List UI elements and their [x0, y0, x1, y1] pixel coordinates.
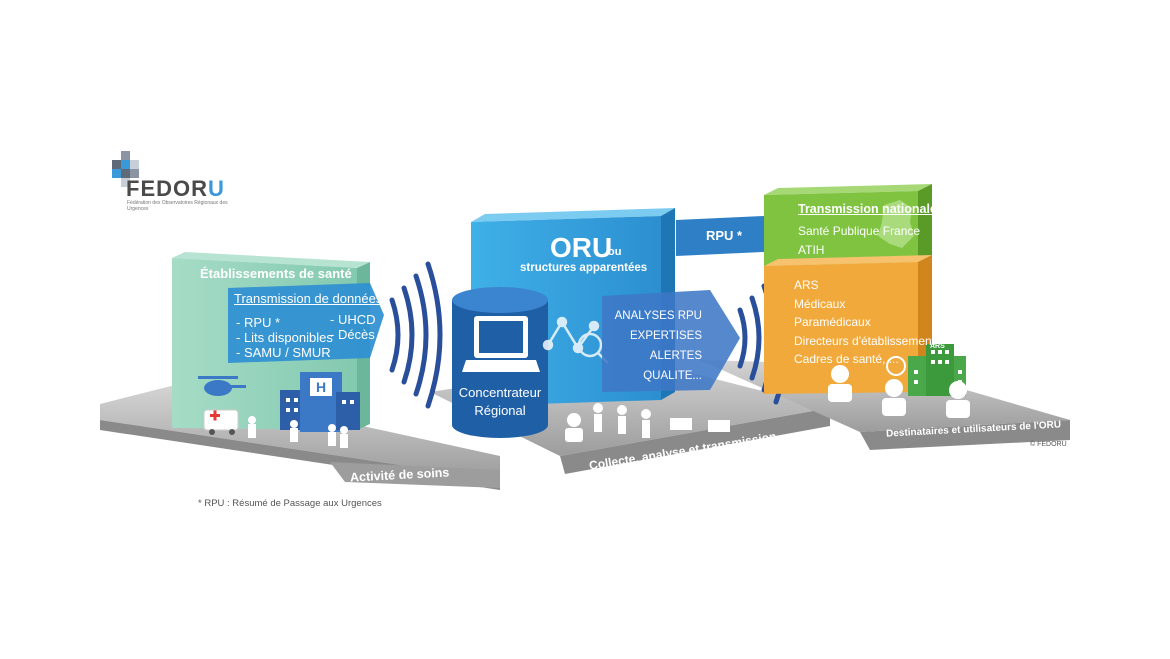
ambulance-icon [203, 409, 239, 435]
left-list-col1: - RPU * - Lits disponibles - SAMU / SMUR [236, 315, 333, 360]
laptop-icon [462, 316, 540, 372]
rpu-arrow-label: RPU * [706, 228, 743, 243]
hospital-icon: H [280, 372, 360, 432]
transmission-nationale-title: Transmission nationale [798, 202, 937, 216]
logo-text: FEDORU [126, 176, 225, 202]
ars-sign: ARS [930, 343, 945, 350]
list-item: - RPU * [236, 315, 281, 330]
signal-waves-left-icon [389, 261, 443, 409]
medical-staff-icon [828, 365, 970, 418]
analyses-list: ANALYSES RPU EXPERTISES ALERTES QUALITE.… [572, 306, 702, 386]
list-item: EXPERTISES [629, 330, 702, 342]
transmission-donnees-title: Transmission de données [234, 291, 383, 306]
logo-word-accent: U [208, 176, 225, 201]
concentrateur-label: Concentrateur Régional [445, 384, 555, 420]
svg-text:H: H [316, 379, 326, 395]
etablissements-title: Établissements de santé [200, 266, 352, 281]
list-item: - SAMU / SMUR [236, 345, 331, 360]
copyright: © FEDORU [1030, 441, 1067, 448]
logo-tagline: Fédération des Observatoires Régionaux d… [127, 200, 228, 212]
destinataires-list: ARS Médicaux Paramédicaux Directeurs d'é… [794, 276, 935, 369]
list-item: QUALITE... [643, 370, 702, 382]
left-list-col2: - UHCD - Décès [330, 312, 376, 342]
list-item: ALERTES [649, 350, 702, 362]
destinataires-box [764, 255, 932, 394]
list-item: Médicaux [794, 296, 846, 311]
oru-title-suffix: ou [608, 246, 622, 258]
list-item: Directeurs d'établissement [794, 333, 936, 348]
list-item: Paramédicaux [794, 315, 871, 329]
oru-subtitle: structures apparentées [520, 262, 648, 274]
list-item: - Décès [330, 327, 375, 342]
helicopter-icon [198, 376, 246, 396]
concentrateur-line2: Régional [474, 403, 526, 418]
analytics-magnifier-icon [542, 316, 609, 364]
transmission-nationale-box [764, 184, 932, 266]
concentrateur-line1: Concentrateur [458, 385, 542, 400]
list-item: ATIH [798, 243, 825, 257]
patients-icon [248, 416, 348, 448]
list-item: Santé Publique France [798, 224, 921, 238]
list-item: - Lits disponibles [236, 330, 333, 345]
list-item: Cadres de santé, ... [794, 352, 899, 366]
analyses-arrow [602, 290, 740, 392]
green-items: Santé Publique France ATIH [798, 222, 920, 260]
list-item: - UHCD [330, 312, 376, 327]
analysts-icon [565, 403, 730, 442]
logo-word-main: FEDOR [126, 176, 208, 201]
oru-title: ORU [550, 232, 613, 263]
france-map-icon [878, 200, 914, 248]
footnote: * RPU : Résumé de Passage aux Urgences [198, 498, 382, 509]
list-item: ARS [794, 278, 819, 292]
transmission-arrow-left [228, 283, 384, 363]
rpu-arrow [676, 216, 778, 256]
fedoru-logo-icon [112, 151, 139, 187]
list-item: ANALYSES RPU [614, 310, 702, 322]
